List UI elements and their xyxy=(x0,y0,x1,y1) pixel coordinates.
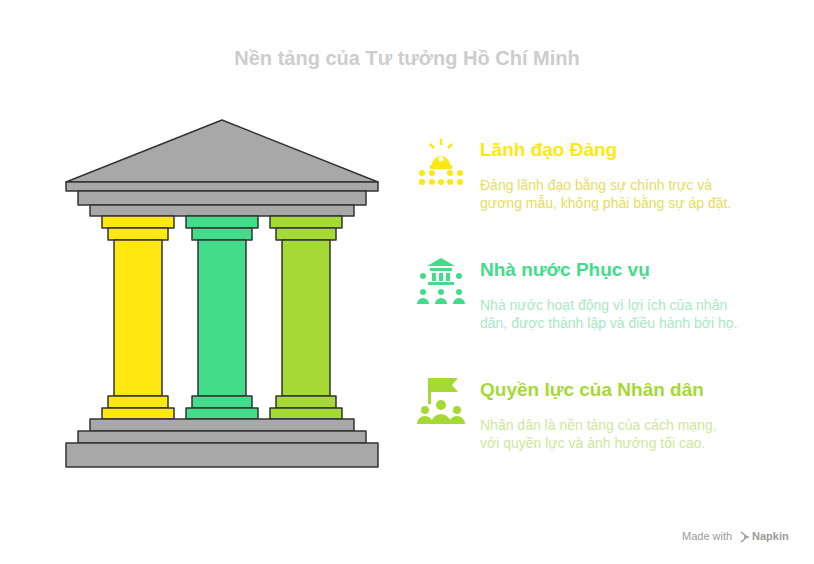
item-heading: Quyền lực của Nhân dân xyxy=(480,378,738,402)
napkin-logo xyxy=(741,532,749,542)
item-description: Nhân dân là nền tảng của cách mạng, với … xyxy=(480,416,738,452)
diagram-title: Nền tảng của Tư tưởng Hồ Chí Minh xyxy=(0,47,814,70)
pillar-item: Lãnh đạo ĐảngĐảng lãnh đạo bằng sự chính… xyxy=(480,138,738,212)
leader-icon xyxy=(419,139,463,185)
item-heading: Lãnh đạo Đảng xyxy=(480,138,738,162)
pillar-item: Nhà nước Phục vụ Nhà nước hoạt động vì lợ… xyxy=(480,258,738,332)
watermark-text: Napkin xyxy=(752,530,789,542)
pillar-item: Quyền lực của Nhân dânNhân dân là nền tả… xyxy=(480,378,738,452)
people-icon xyxy=(417,378,465,424)
item-heading: Nhà nước Phục vụ xyxy=(480,258,738,282)
watermark-text: Made with xyxy=(682,530,732,542)
state-icon xyxy=(417,258,465,304)
item-description: Nhà nước hoạt động vì lợi ích của nhân d… xyxy=(480,296,738,332)
item-description: Đảng lãnh đạo bằng sự chính trực và gươn… xyxy=(480,176,738,212)
